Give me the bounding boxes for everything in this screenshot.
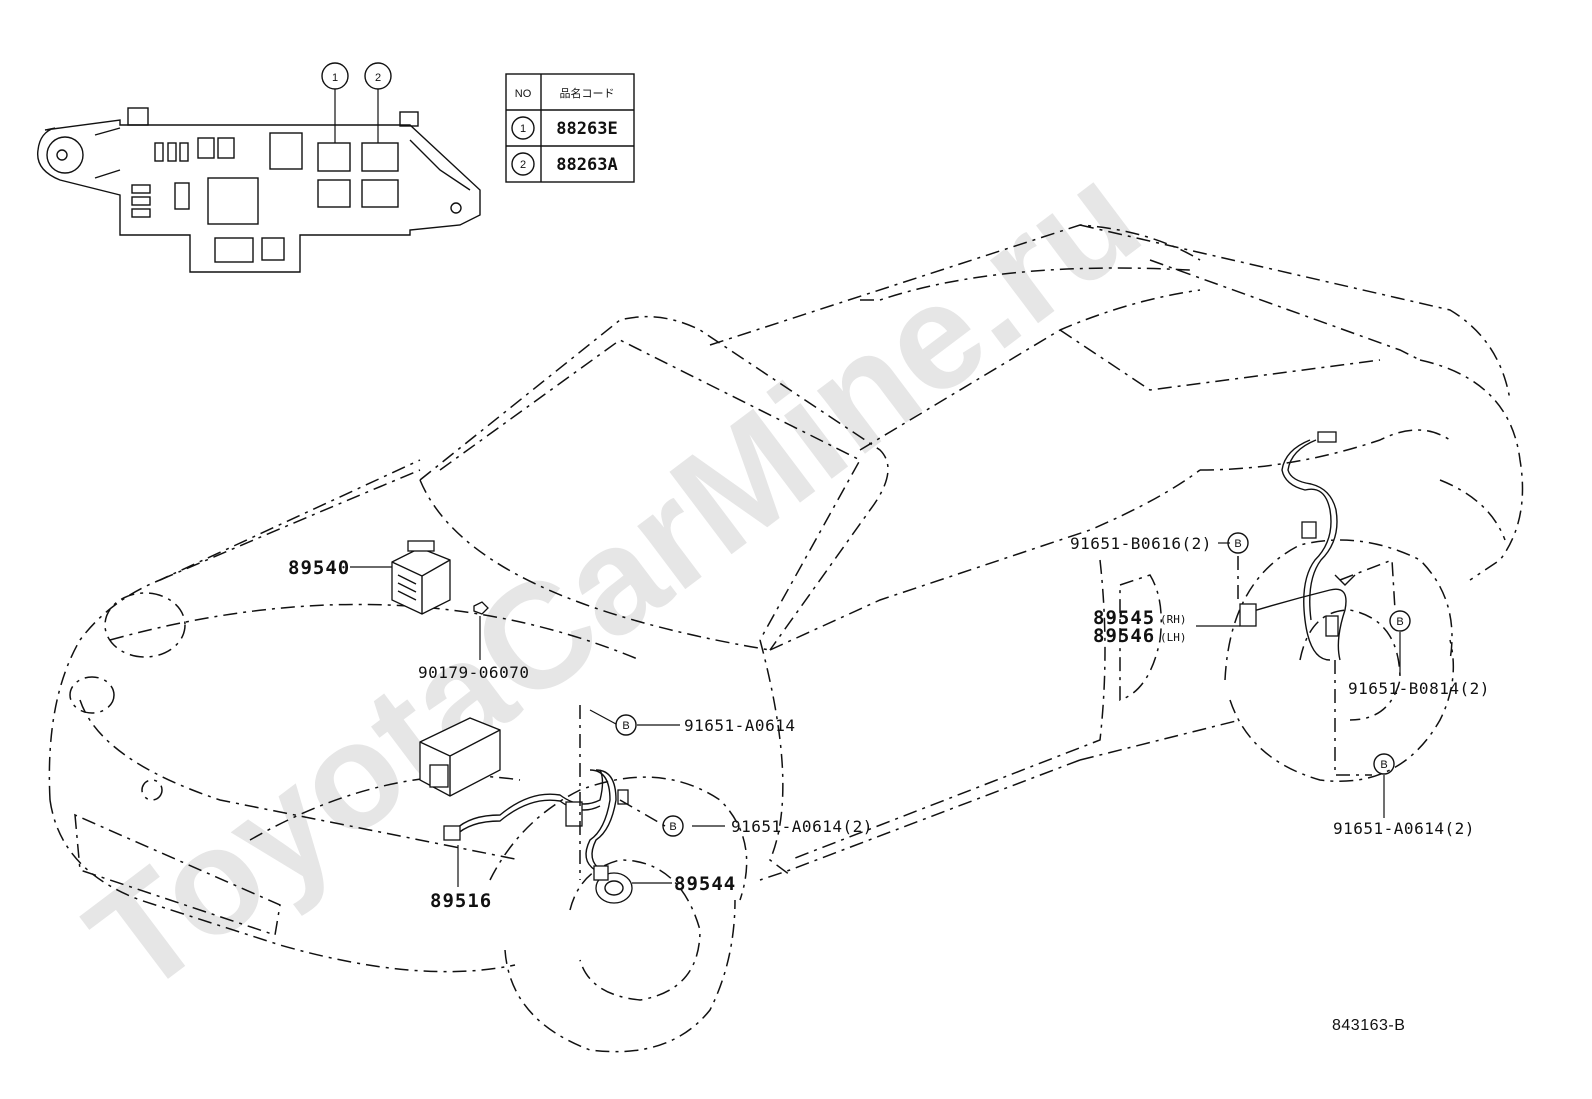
label-90179-06070: 90179-06070 [418,663,529,682]
svg-text:1: 1 [332,72,338,84]
car-body-outline [48,224,1524,1053]
svg-text:B: B [669,821,676,833]
label-91651-b0814-2: 91651-B0814(2) [1348,679,1490,698]
bolt-marker-front-b: B [662,815,684,837]
label-89544: 89544 [674,873,736,895]
bolt-marker-rear-a0614: B [1373,753,1395,775]
part-89544-front-sensor [593,865,633,904]
bolt-marker-rear-b0814: B [1389,610,1411,632]
part-90179-nut [473,601,489,615]
relay-callout-1: 1 [321,62,349,143]
label-89545: 89545 [1093,607,1155,629]
label-89546-side: (LH) [1160,631,1187,644]
relay-callout-2: 2 [364,62,392,143]
legend-row-2-no: 2 [520,159,526,171]
figure-id: 843163-B [1332,1017,1405,1034]
svg-text:B: B [1396,616,1403,628]
legend-row-2-code: 88263A [556,155,617,175]
svg-text:2: 2 [375,72,381,84]
svg-text:B: B [1380,759,1387,771]
legend-table: NO 品名コード 1 88263E 2 88263A [505,73,635,183]
legend-header-code: 品名コード [560,86,615,100]
legend-row-1-no: 1 [520,123,526,135]
part-89516-front-harness [443,769,629,871]
leader-lines [350,542,1401,887]
part-89545-89546-rear-sensor [1239,431,1356,661]
label-89546: 89546 [1093,625,1155,647]
bolt-marker-front-a: B [615,714,637,736]
label-91651-a0614-2-rear: 91651-A0614(2) [1333,819,1475,838]
svg-text:B: B [1234,538,1241,550]
label-89545-side: (RH) [1160,613,1187,626]
relay-block [36,107,481,273]
legend-header-no: NO [515,88,532,100]
part-89540-abs-ecu [391,540,451,615]
label-89516: 89516 [430,890,492,912]
abs-actuator [419,717,501,797]
svg-text:B: B [622,720,629,732]
legend-row-1-code: 88263E [556,119,617,139]
label-89540: 89540 [288,557,350,579]
label-91651-a0614: 91651-A0614 [684,716,795,735]
label-91651-b0616-2: 91651-B0616(2) [1070,534,1212,553]
label-91651-a0614-2-front: 91651-A0614(2) [731,817,873,836]
bolt-marker-rear-b0616: B [1227,532,1249,554]
